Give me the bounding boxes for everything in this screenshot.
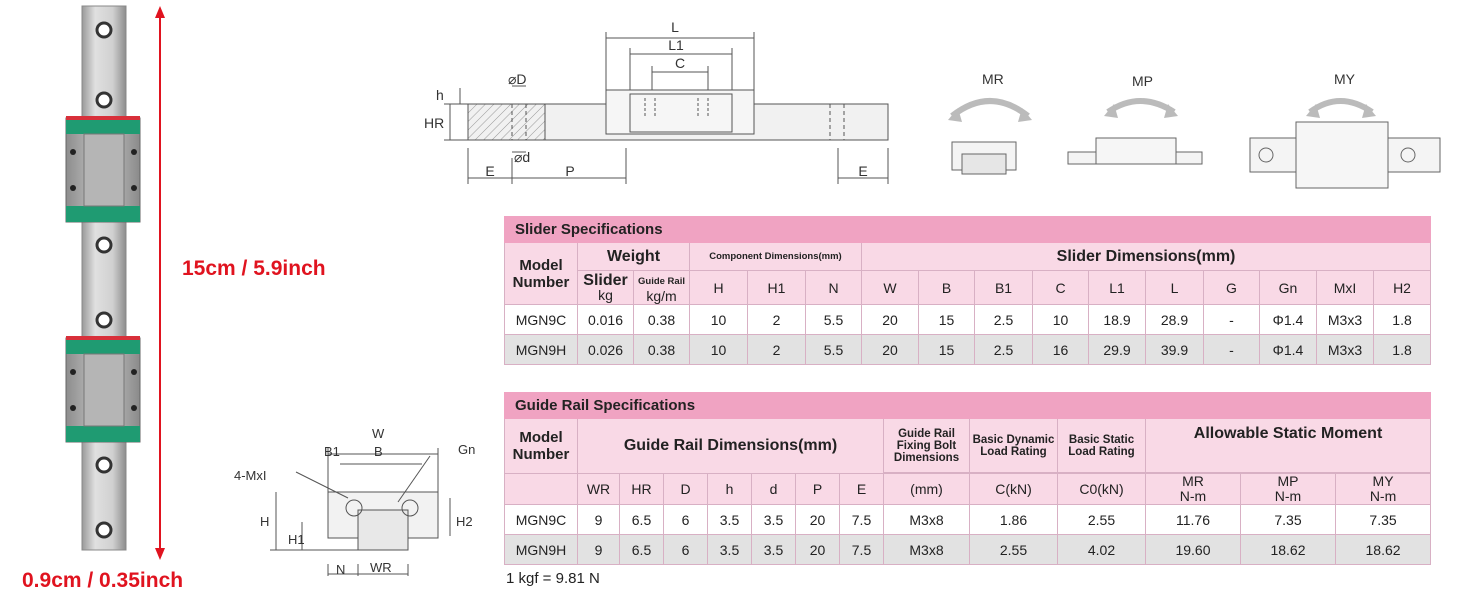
- label-MR: MR: [982, 71, 1004, 87]
- slider-weight-unit: kg: [598, 286, 613, 303]
- rail-model-number-header: Model Number: [504, 418, 578, 474]
- slider-table-title: Slider Specifications: [503, 216, 1432, 243]
- col-P: P: [795, 473, 840, 505]
- label-D: ⌀D: [508, 71, 527, 87]
- col-H2: H2: [1372, 270, 1432, 305]
- static-unit: C0(kN): [1057, 473, 1146, 505]
- rail-side-diagram: L L1 C ⌀D ⌀d h HR E P E: [424, 19, 889, 184]
- col-N: N: [805, 270, 862, 305]
- length-arrow: [155, 6, 165, 560]
- weight-header: Weight: [577, 242, 690, 271]
- label-MP: MP: [1132, 73, 1153, 89]
- product-photo: [65, 5, 141, 551]
- bolt-unit: (mm): [883, 473, 970, 505]
- label-P: P: [565, 163, 574, 179]
- col-MY: MY: [1372, 473, 1394, 489]
- col-E: E: [839, 473, 884, 505]
- label-E-left: E: [485, 163, 494, 179]
- slider-weight-header: Slider: [583, 271, 628, 289]
- label-Gn: Gn: [458, 442, 475, 457]
- col-L: L: [1145, 270, 1204, 305]
- length-label: 15cm / 5.9inch: [182, 257, 326, 280]
- label-MY: MY: [1334, 71, 1356, 87]
- model-number-header: Model Number: [504, 242, 578, 305]
- dynamic-load-header: Basic Dynamic Load Rating: [969, 418, 1058, 473]
- rail-table-title: Guide Rail Specifications: [503, 392, 1432, 419]
- label-H1: H1: [288, 532, 305, 547]
- col-H: H: [689, 270, 748, 305]
- label-L1: L1: [668, 37, 684, 53]
- col-H1: H1: [747, 270, 806, 305]
- label-H: H: [260, 514, 269, 529]
- rail-spec-table: Guide Rail Specifications Model Number G…: [503, 392, 1432, 565]
- moment-diagrams: MR MP MY: [948, 71, 1441, 189]
- col-MP: MP: [1277, 473, 1299, 489]
- label-B: B: [374, 444, 383, 459]
- col-Gn: Gn: [1259, 270, 1317, 305]
- label-L: L: [671, 19, 679, 35]
- col-L1: L1: [1088, 270, 1146, 305]
- label-h: h: [436, 87, 444, 103]
- footnote: 1 kgf = 9.81 N: [506, 570, 600, 587]
- rail-weight-unit: kg/m: [646, 287, 677, 304]
- col-C: C: [1032, 270, 1089, 305]
- col-D: D: [663, 473, 708, 505]
- col-MR: MR: [1182, 473, 1204, 489]
- width-label: 0.9cm / 0.35inch: [22, 569, 184, 592]
- col-B: B: [918, 270, 975, 305]
- label-WR: WR: [370, 560, 392, 575]
- col-B1: B1: [974, 270, 1033, 305]
- col-d: d: [751, 473, 796, 505]
- col-MxI: MxI: [1316, 270, 1374, 305]
- col-G: G: [1203, 270, 1260, 305]
- moment-header: Allowable Static Moment: [1144, 418, 1432, 473]
- label-N: N: [336, 562, 345, 577]
- cross-section-diagram: W B1 B Gn 4-MxI H H1 H2 N WR: [234, 426, 475, 577]
- slider-spec-table: Slider Specifications Model Number Weigh…: [503, 216, 1432, 365]
- rail-weight-header: Guide Rail: [638, 275, 685, 287]
- rail-dims-header: Guide Rail Dimensions(mm): [577, 418, 884, 474]
- dynamic-unit: C(kN): [969, 473, 1058, 505]
- col-W: W: [861, 270, 919, 305]
- label-W: W: [372, 426, 385, 441]
- slider-dims-header: Slider Dimensions(mm): [860, 242, 1432, 271]
- col-HR: HR: [619, 473, 664, 505]
- static-load-header: Basic Static Load Rating: [1057, 418, 1146, 473]
- col-WR: WR: [577, 473, 620, 505]
- label-4-MxI: 4-MxI: [234, 468, 267, 483]
- col-h: h: [707, 473, 752, 505]
- component-dims-header: Component Dimensions(mm): [689, 242, 862, 271]
- label-E-right: E: [858, 163, 867, 179]
- label-B1: B1: [324, 444, 340, 459]
- label-HR: HR: [424, 115, 444, 131]
- label-H2: H2: [456, 514, 473, 529]
- label-d: ⌀d: [514, 149, 530, 165]
- label-C: C: [675, 55, 685, 71]
- bolt-header: Guide Rail Fixing Bolt Dimensions: [883, 418, 970, 473]
